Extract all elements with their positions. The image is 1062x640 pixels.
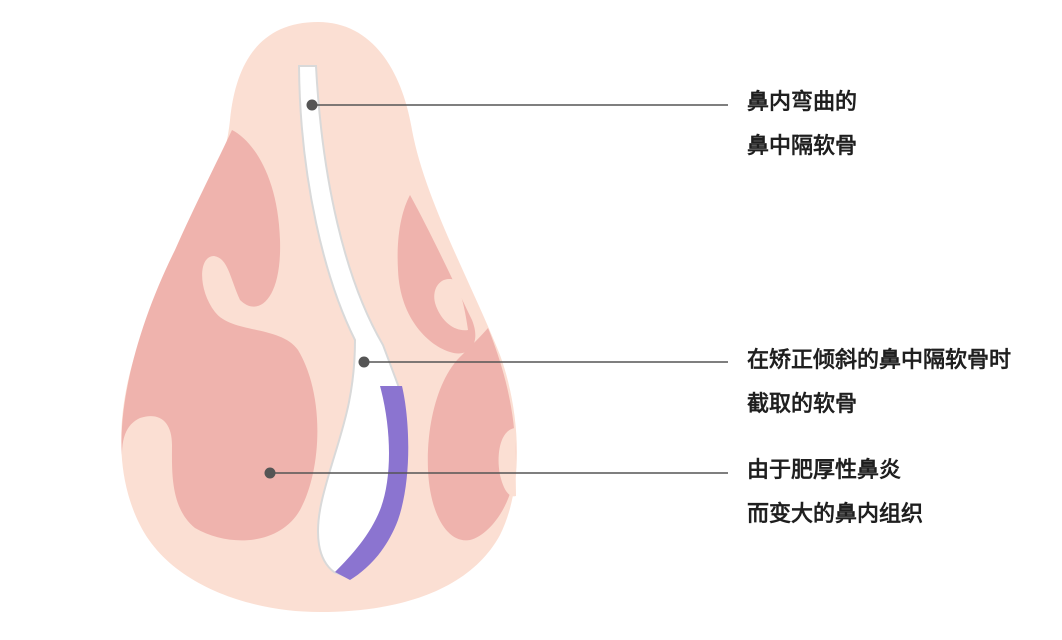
label-deviated-septum-line-2: 鼻中隔软骨 xyxy=(747,125,857,169)
label-deviated-septum-line-1: 鼻内弯曲的 xyxy=(747,81,857,125)
label-harvested-cartilage: 在矫正倾斜的鼻中隔软骨时 截取的软骨 xyxy=(747,339,1011,427)
label-harvested-cartilage-line-2: 截取的软骨 xyxy=(747,383,1011,427)
label-deviated-septum: 鼻内弯曲的 鼻中隔软骨 xyxy=(747,81,857,169)
leader-dot-3 xyxy=(265,468,276,479)
leader-dot-2 xyxy=(359,357,370,368)
leader-dot-1 xyxy=(307,100,318,111)
label-enlarged-tissue-line-2: 而变大的鼻内组织 xyxy=(747,493,923,537)
label-harvested-cartilage-line-1: 在矫正倾斜的鼻中隔软骨时 xyxy=(747,339,1011,383)
label-enlarged-tissue-line-1: 由于肥厚性鼻炎 xyxy=(747,449,923,493)
label-enlarged-tissue: 由于肥厚性鼻炎 而变大的鼻内组织 xyxy=(747,449,923,537)
